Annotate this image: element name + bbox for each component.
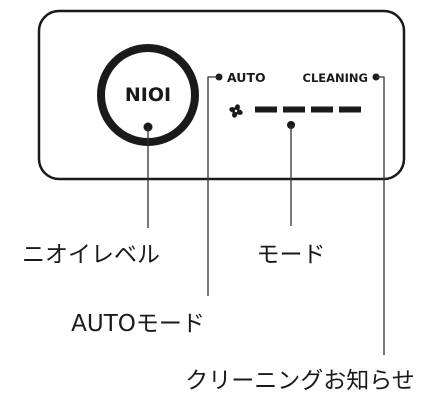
mode-callout: モード (257, 242, 326, 268)
fan-icon (229, 104, 243, 118)
cleaning-notice-leader (376, 76, 385, 355)
auto-indicator-label: AUTO (227, 70, 266, 85)
cleaning-notice-callout: クリーニングお知らせ (185, 368, 415, 394)
mode-segment (255, 106, 277, 113)
auto-mode-callout: AUTOモード (71, 311, 205, 337)
cleaning-indicator-label: CLEANING (303, 71, 369, 85)
odor-level-callout: ニオイレベル (22, 242, 160, 268)
odor-level-label: NIOI (125, 84, 171, 106)
control-panel (37, 9, 406, 181)
mode-segment (339, 106, 361, 113)
mode-segment (311, 106, 333, 113)
mode-segment (283, 106, 305, 113)
mode-display (255, 106, 361, 113)
auto-mode-leader (207, 76, 219, 296)
cleaning-indicator: CLEANING (303, 71, 380, 85)
